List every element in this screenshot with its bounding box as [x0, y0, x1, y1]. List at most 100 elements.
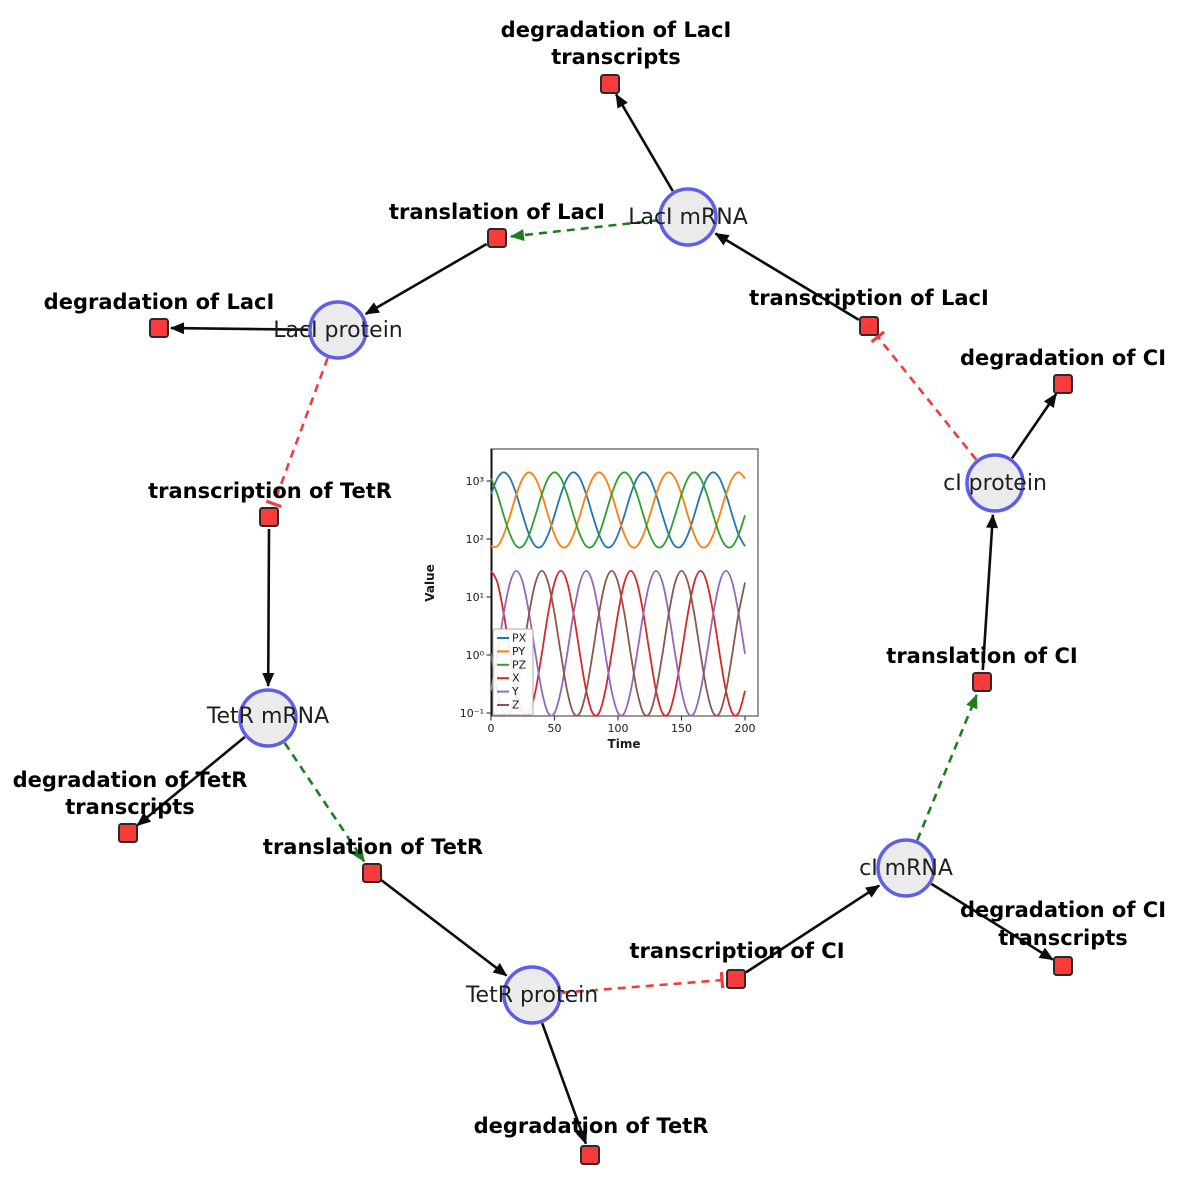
edge-tetr-mrna-modifies-translation-tetr	[283, 742, 366, 863]
reaction-square-deg-ci	[1053, 374, 1073, 394]
reaction-label-transcription-ci: transcription of CI	[629, 939, 844, 963]
series-line-Z	[490, 570, 746, 717]
reaction-label-transcription-tetr: transcription of TetR	[148, 479, 392, 503]
edge-transcription-laci-to-laci-mrna	[714, 232, 860, 321]
edge-tetr-mrna-to-deg-transcripts	[136, 735, 246, 827]
reaction-label-deg-laci-transcripts-line2: transcripts	[551, 45, 681, 69]
x-tick-label: 50	[548, 722, 562, 735]
reaction-square-deg-tetr	[580, 1145, 600, 1165]
edge-translation-laci-to-laci-protein	[364, 242, 488, 316]
edge-transcription-tetr-to-tetr-mrna	[262, 528, 275, 687]
edge-translation-tetr-to-tetr-protein	[380, 879, 508, 977]
edge-ci-protein-inhibits-transcription-laci	[870, 330, 978, 461]
y-tick-label: 10²	[466, 533, 484, 546]
reaction-node-transcription-tetr: transcription of TetR	[148, 479, 392, 527]
species-circle-tetr-mrna	[238, 688, 298, 748]
legend-label-PZ: PZ	[512, 658, 527, 671]
edge-laci-mrna-to-deg-transcripts	[614, 93, 674, 192]
species-label-ci-mrna: cI mRNA	[859, 856, 953, 881]
reaction-square-deg-laci-transcripts	[600, 74, 620, 94]
reaction-label-translation-laci: translation of LacI	[389, 200, 605, 224]
y-tick-label: 10⁰	[466, 649, 485, 662]
reaction-square-translation-laci	[487, 228, 507, 248]
reaction-node-deg-tetr-transcripts: degradation of TetR transcripts	[13, 768, 248, 843]
reaction-square-transcription-laci	[859, 316, 879, 336]
reaction-node-deg-laci-transcripts: degradation of LacI transcripts	[501, 18, 731, 94]
species-label-tetr-mrna: TetR mRNA	[206, 704, 329, 729]
reaction-node-transcription-ci: transcription of CI	[629, 939, 845, 989]
species-node-ci-protein: cI protein	[943, 453, 1047, 513]
reaction-node-translation-ci: translation of CI	[886, 644, 1078, 692]
reaction-label-deg-laci: degradation of LacI	[44, 290, 275, 314]
reaction-label-deg-tetr-transcripts-line2: transcripts	[65, 795, 195, 819]
species-circle-laci-mrna	[658, 187, 718, 247]
series-line-PZ	[490, 471, 746, 549]
edge-transcription-ci-to-ci-mrna	[745, 884, 881, 974]
series-line-X	[490, 570, 746, 717]
reaction-node-translation-laci: translation of LacI	[389, 200, 605, 248]
reaction-label-translation-ci: translation of CI	[886, 644, 1077, 668]
edge-ci-protein-to-deg-ci	[1010, 393, 1058, 460]
species-circle-ci-protein	[965, 453, 1025, 513]
reaction-square-deg-ci-transcripts	[1053, 956, 1073, 976]
legend-label-Y: Y	[511, 685, 519, 698]
reaction-node-transcription-laci: transcription of LacI	[749, 286, 989, 336]
series-line-Y	[490, 570, 746, 717]
species-label-tetr-protein: TetR protein	[465, 983, 598, 1008]
reaction-square-deg-tetr-transcripts	[118, 823, 138, 843]
edge-ci-mrna-modifies-translation-ci	[916, 694, 978, 841]
reaction-label-deg-tetr: degradation of TetR	[474, 1114, 709, 1138]
series-line-PX	[490, 471, 746, 549]
y-tick-label: 10⁻¹	[460, 707, 484, 720]
species-node-laci-protein: LacI protein	[273, 300, 403, 360]
edge-ci-mrna-to-deg-transcripts	[930, 882, 1054, 961]
species-circle-ci-mrna	[876, 838, 936, 898]
x-axis-label: Time	[608, 737, 641, 751]
species-label-laci-mrna: LacI mRNA	[628, 205, 748, 230]
x-tick-label: 100	[608, 722, 629, 735]
reaction-flow-edges	[136, 93, 1058, 1145]
reaction-square-translation-tetr	[362, 863, 382, 883]
x-tick-label: 200	[735, 722, 756, 735]
reaction-label-deg-tetr-transcripts-line1: degradation of TetR	[13, 768, 248, 792]
reaction-square-transcription-ci	[726, 969, 746, 989]
legend-label-PX: PX	[512, 632, 527, 645]
legend-label-Z: Z	[512, 699, 520, 712]
species-node-ci-mrna: cI mRNA	[859, 838, 953, 898]
species-label-ci-protein: cI protein	[943, 471, 1047, 496]
y-tick-label: 10¹	[466, 591, 484, 604]
species-node-tetr-protein: TetR protein	[465, 965, 598, 1025]
modifier-edges	[283, 219, 978, 863]
edge-laci-mrna-modifies-translation-laci	[509, 219, 659, 242]
reaction-node-deg-laci: degradation of LacI	[44, 290, 275, 338]
y-axis-label: Value	[423, 564, 437, 602]
legend-label-X: X	[512, 672, 520, 685]
species-circle-laci-protein	[308, 300, 368, 360]
species-circle-tetr-protein	[502, 965, 562, 1025]
reaction-label-transcription-laci: transcription of LacI	[749, 286, 989, 310]
reaction-node-deg-tetr: degradation of TetR	[474, 1114, 709, 1165]
edge-tetr-protein-inhibits-transcription-ci	[561, 971, 725, 994]
reaction-nodes: degradation of LacI transcripts translat…	[13, 18, 1166, 1165]
chart-series	[490, 471, 746, 717]
reaction-label-deg-ci: degradation of CI	[960, 346, 1166, 370]
reaction-label-deg-ci-transcripts-line1: degradation of CI	[960, 898, 1166, 922]
species-node-tetr-mrna: TetR mRNA	[206, 688, 329, 748]
species-node-laci-mrna: LacI mRNA	[628, 187, 748, 247]
reaction-label-translation-tetr: translation of TetR	[263, 835, 483, 859]
species-nodes: LacI mRNA LacI protein TetR mRNA TetR pr…	[206, 187, 1047, 1025]
reaction-square-deg-laci	[149, 318, 169, 338]
reaction-node-deg-ci: degradation of CI	[960, 346, 1166, 394]
reaction-node-translation-tetr: translation of TetR	[263, 835, 483, 883]
edge-tetr-protein-to-deg-tetr	[540, 1022, 588, 1145]
legend-label-PY: PY	[512, 645, 525, 658]
x-tick-label: 150	[671, 722, 692, 735]
edge-translation-ci-to-ci-protein	[981, 513, 999, 671]
edge-laci-protein-to-deg-laci	[170, 322, 309, 335]
reaction-square-translation-ci	[972, 672, 992, 692]
